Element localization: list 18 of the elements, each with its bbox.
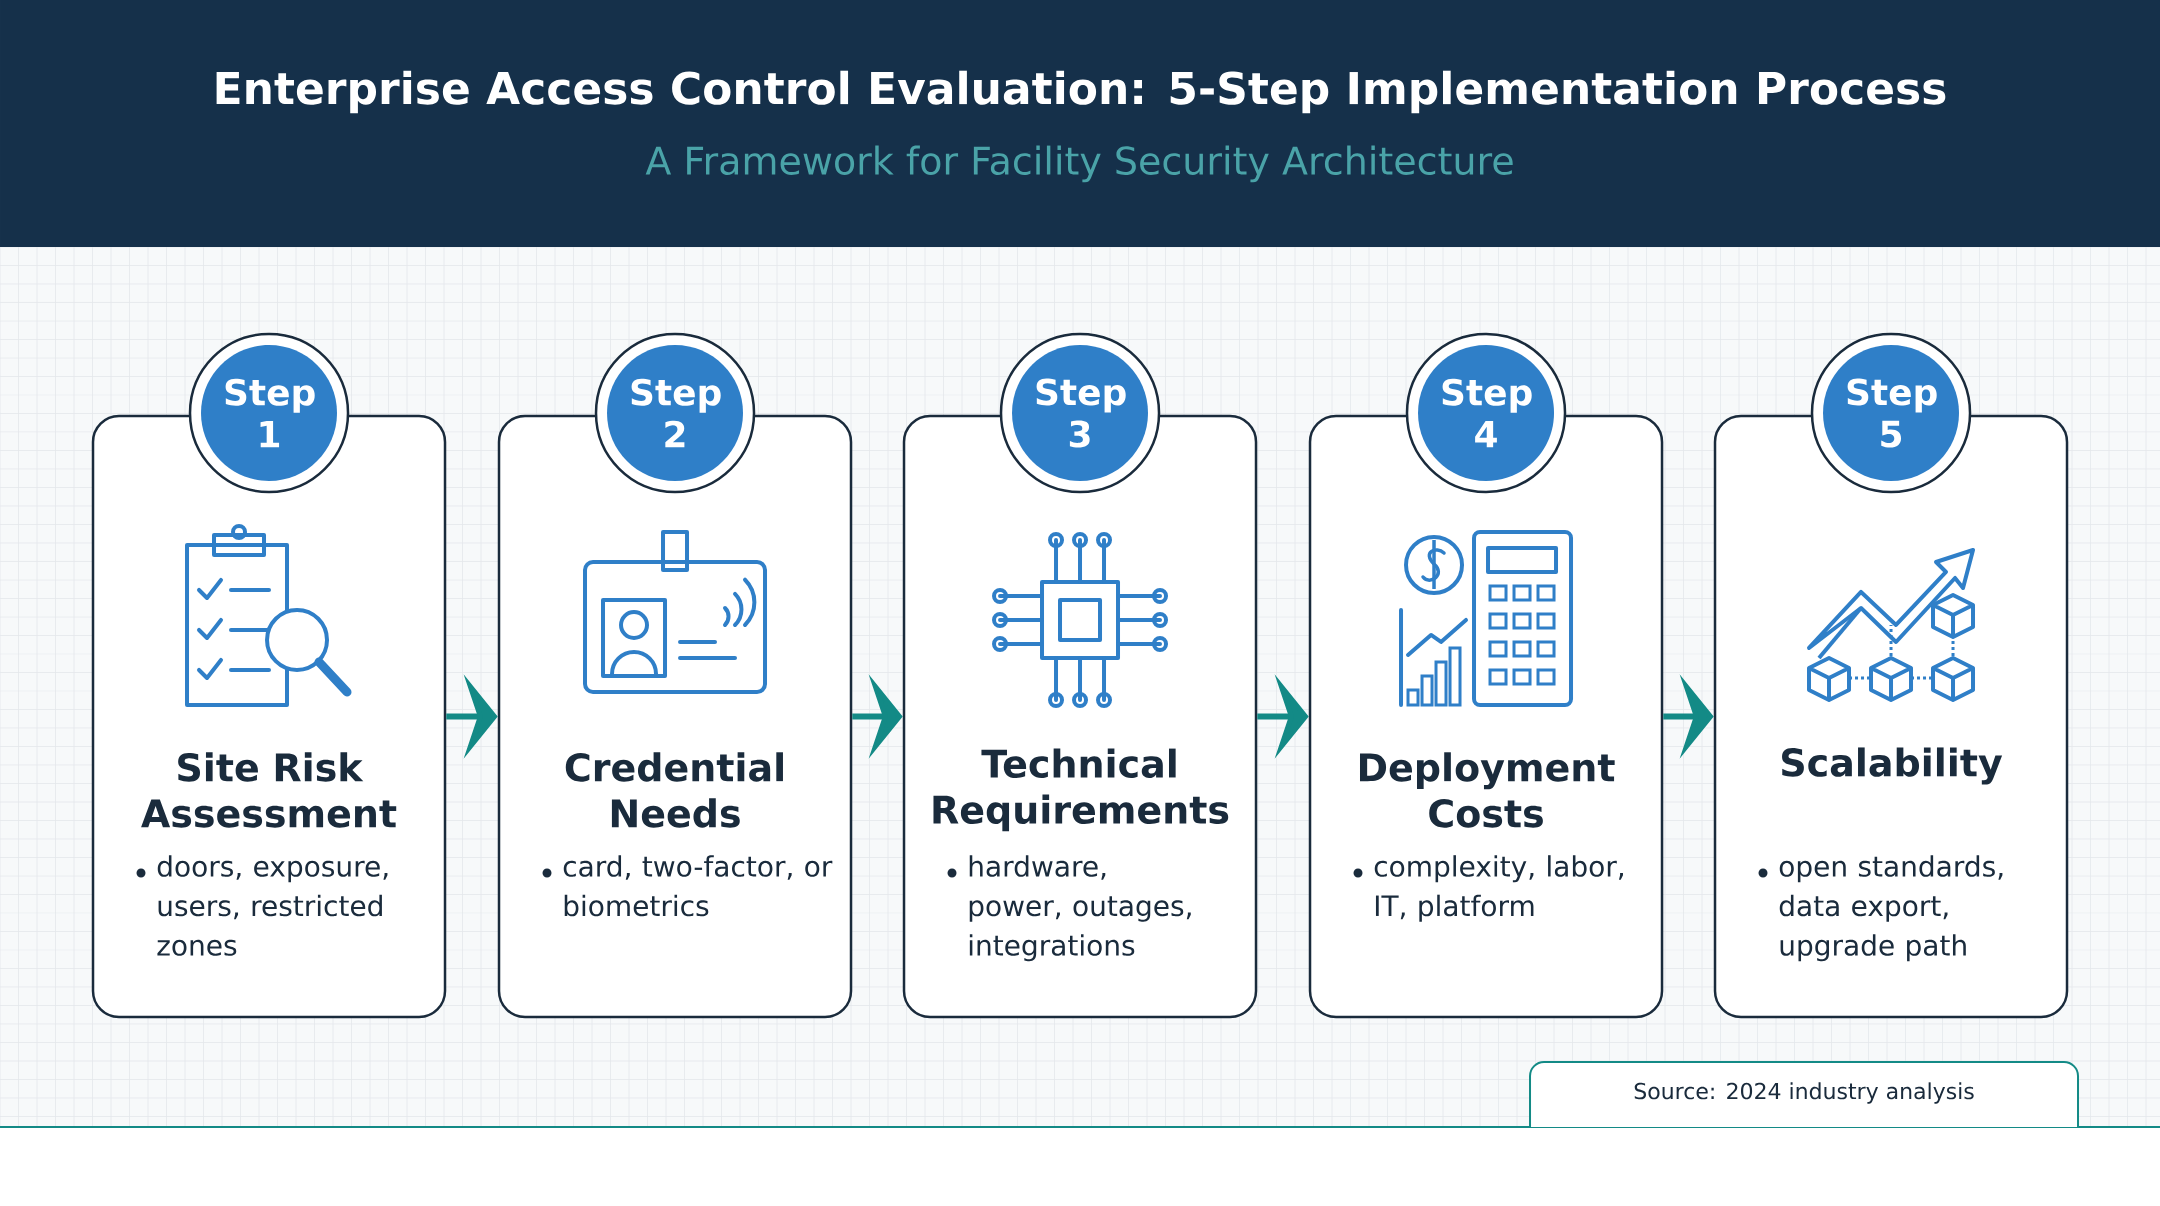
bullet-text: hardware, power, outages, integrations bbox=[947, 855, 1191, 962]
bullet-text: open standards, data export, upgrade path bbox=[1758, 855, 2003, 962]
step-badge: Step 2 bbox=[594, 332, 756, 494]
step-badge: Step 1 bbox=[188, 332, 350, 494]
bullet-text: complexity, labor, IT, platform bbox=[1353, 855, 1623, 922]
step-badge: Step 5 bbox=[1810, 332, 1972, 494]
step-title: Deployment Costs bbox=[1360, 752, 1615, 828]
source-tab: Source: 2024 industry analysis bbox=[1529, 1061, 2079, 1128]
title: Enterprise Access Control Evaluation: 5-Step Implementation Process bbox=[216, 70, 1946, 114]
step-badge: Step 4 bbox=[1405, 332, 1567, 494]
step-title: Credential Needs bbox=[565, 752, 783, 828]
step-badge: Step 3 bbox=[999, 332, 1161, 494]
step-title: Site Risk Assessment bbox=[141, 752, 397, 828]
subtitle: A Framework for Facility Security Architecture bbox=[645, 145, 1513, 183]
bullet-text: card, two-factor, or biometrics bbox=[542, 855, 833, 917]
step-title: Technical Requirements bbox=[933, 748, 1229, 832]
bullet-text: doors, exposure, users, restricted zones bbox=[136, 855, 388, 956]
step-title: Scalability bbox=[1782, 747, 2003, 785]
